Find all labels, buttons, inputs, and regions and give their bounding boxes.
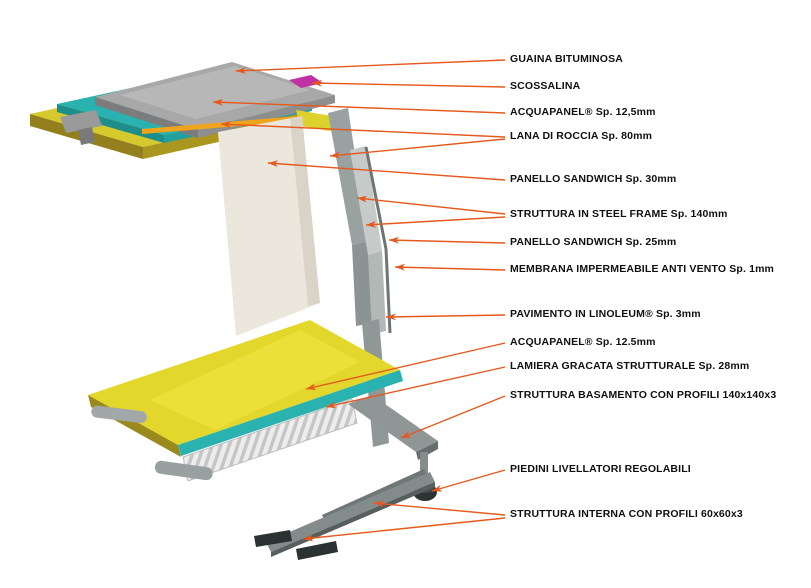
leveling-pipe-lower — [154, 460, 213, 481]
arrow-panello-sandwich-30 — [267, 160, 506, 181]
arrow-membrana — [394, 263, 506, 271]
label-pavimento-linoleum: PAVIMENTO IN LINOLEUM® Sp. 3mm — [510, 308, 701, 320]
foot-stem — [420, 452, 428, 482]
wall-face-shade — [290, 116, 320, 306]
steel-frame-post-lower — [352, 241, 372, 326]
arrow-acquapanel-roof — [212, 98, 506, 114]
label-acquapanel-floor: ACQUAPANEL® Sp. 12.5mm — [510, 336, 656, 348]
callout-arrows — [212, 59, 506, 542]
label-guaina-bituminosa: GUAINA BITUMINOSA — [510, 53, 623, 65]
inner-frame-beam-long — [266, 472, 435, 552]
arrow-piedini — [431, 469, 506, 492]
arrow-lana-di-roccia-1 — [220, 120, 506, 138]
steel-frame-post-upper — [328, 108, 368, 245]
label-struttura-basamento: STRUTTURA BASAMENTO CON PROFILI 140x140x… — [510, 389, 777, 401]
inner-frame-beam-long-edge — [271, 482, 435, 557]
inner-profile-stub-2 — [296, 541, 338, 560]
arrow-pavimento-linoleum — [385, 313, 506, 321]
arrow-lamiera-grecata — [325, 366, 506, 409]
floor-top-highlight — [150, 330, 360, 430]
label-struttura-steel-frame: STRUTTURA IN STEEL FRAME Sp. 140mm — [510, 208, 728, 220]
arrow-scossalina — [311, 79, 506, 88]
arrow-steel-frame-1 — [356, 195, 506, 215]
inner-profile-stub-1 — [254, 530, 292, 547]
arrow-struttura-interna-2 — [302, 517, 506, 542]
wind-membrane-line — [364, 146, 392, 334]
leveling-pipe-upper — [91, 405, 147, 424]
label-struttura-interna: STRUTTURA INTERNA CON PROFILI 60x60x3 — [510, 508, 743, 520]
roof-slab-highlight — [120, 66, 310, 119]
label-piedini-livellatori: PIEDINI LIVELLATORI REGOLABILI — [510, 463, 691, 475]
floor-teal-strip — [178, 370, 403, 456]
arrow-steel-frame-2 — [365, 216, 506, 228]
label-scossalina: SCOSSALINA — [510, 80, 581, 92]
outer-panel-strip-lower — [368, 251, 386, 334]
arrow-struttura-interna-1 — [373, 500, 506, 516]
label-lamiera-grecata: LAMIERA GRACATA STRUTTURALE Sp. 28mm — [510, 360, 750, 372]
label-acquapanel-roof: ACQUAPANEL® Sp. 12,5mm — [510, 106, 656, 118]
arrow-guaina-bituminosa — [235, 59, 506, 75]
label-panello-sandwich-25: PANELLO SANDWICH Sp. 25mm — [510, 236, 677, 248]
arrow-lana-di-roccia-2 — [329, 138, 506, 159]
label-panello-sandwich-30: PANELLO SANDWICH Sp. 30mm — [510, 173, 677, 185]
wall-face — [218, 116, 320, 336]
arrow-acquapanel-floor — [305, 342, 506, 391]
arrow-struttura-basamento — [400, 395, 506, 439]
arrow-panello-sandwich-25 — [388, 236, 506, 244]
label-lana-di-roccia: LANA DI ROCCIA Sp. 80mm — [510, 130, 653, 142]
label-membrana-impermeabile: MEMBRANA IMPERMEABILE ANTI VENTO Sp. 1mm — [510, 263, 775, 275]
roof-bracket-stem — [78, 127, 95, 145]
base-beam-right — [348, 395, 438, 452]
